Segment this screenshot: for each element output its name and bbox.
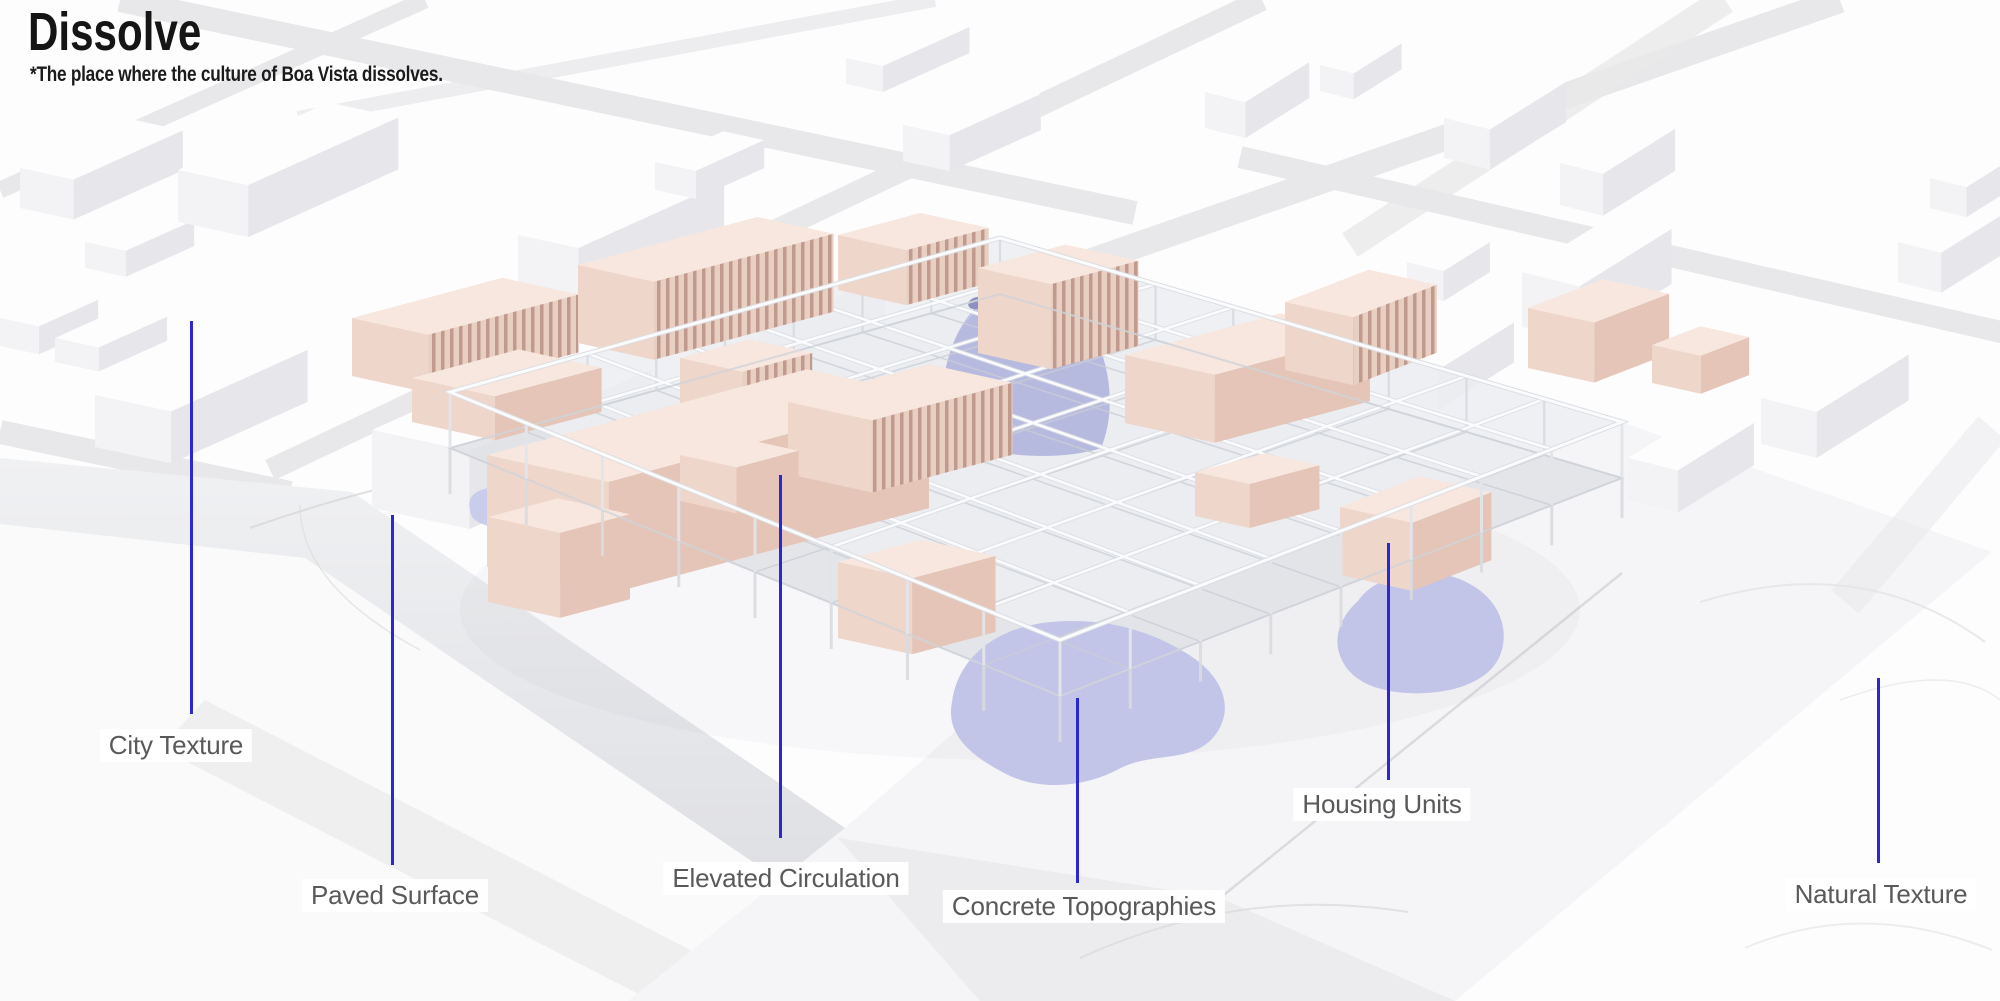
page-title: Dissolve — [28, 2, 202, 62]
elevated-circulation-structure — [352, 212, 1750, 785]
paved-surface-label: Paved Surface — [302, 879, 488, 912]
paved-surface-leader-line — [391, 515, 394, 865]
natural-texture-label: Natural Texture — [1785, 878, 1977, 911]
page-subtitle: *The place where the culture of Boa Vist… — [30, 62, 443, 86]
natural-texture-curves — [1699, 583, 2000, 951]
housing-units-blocks — [352, 212, 1750, 655]
city-texture-label: City Texture — [99, 729, 253, 762]
circulation-frame-front-beams — [442, 235, 1630, 742]
topography-blob-center — [950, 621, 1225, 785]
concrete-topographies-label: Concrete Topographies — [942, 890, 1226, 923]
elevated-circulation-label: Elevated Circulation — [663, 862, 909, 895]
housing-units-leader-line — [1387, 543, 1390, 780]
concrete-topographies-leader-line — [1076, 698, 1079, 883]
paved-surface-platform — [0, 416, 2000, 1001]
city-texture-leader-line — [190, 321, 193, 714]
title-block: Dissolve *The place where the culture of… — [28, 4, 533, 87]
natural-texture-leader-line — [1877, 678, 1880, 863]
housing-units-label: Housing Units — [1293, 788, 1471, 821]
topography-blob-right — [1337, 572, 1504, 694]
elevated-circulation-leader-line — [779, 475, 782, 838]
